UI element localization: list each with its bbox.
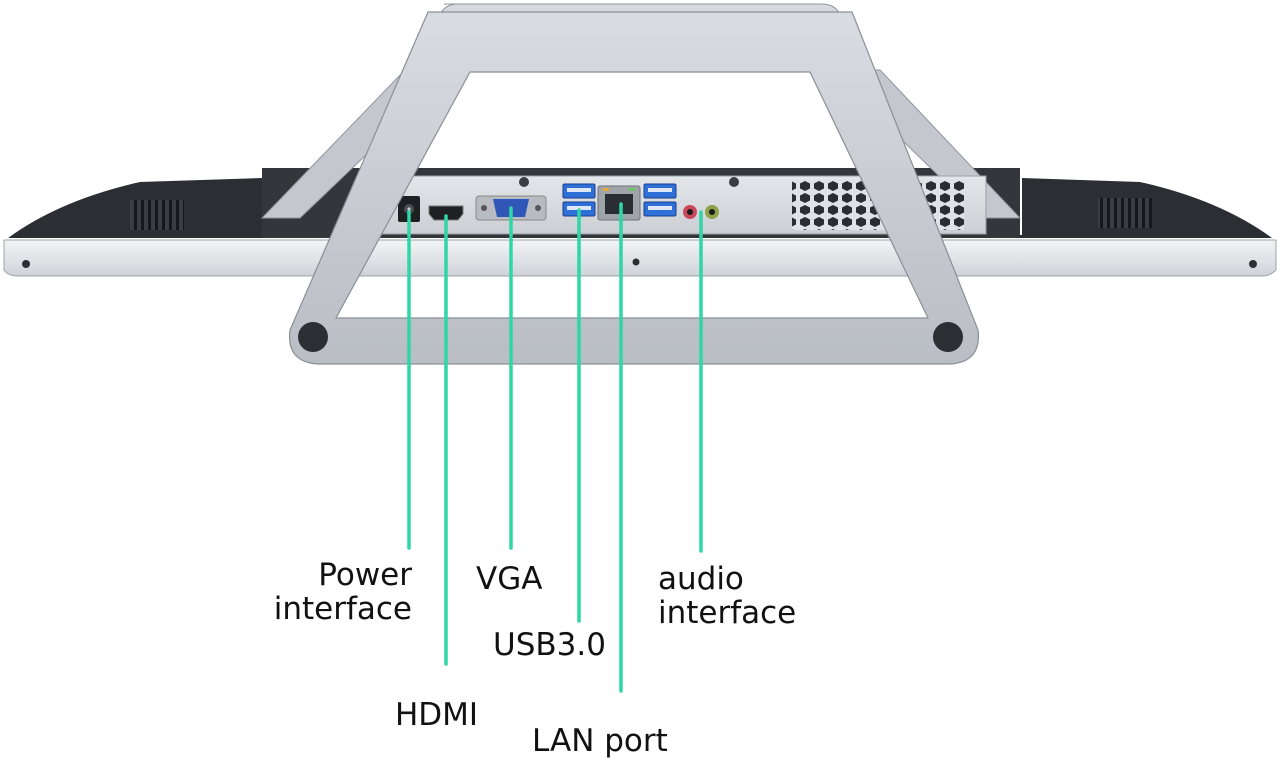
label-lan-text: LAN port [532, 723, 668, 759]
leader-lines [407, 202, 703, 693]
stand-rubber-foot-left [298, 322, 328, 352]
bezel-screw-right [1249, 260, 1257, 268]
right-speaker-vent [1098, 198, 1152, 228]
label-power-interface: Power interface [220, 558, 412, 626]
label-usb: USB3.0 [493, 628, 606, 662]
lan-port [597, 185, 641, 221]
label-power-line2: interface [273, 591, 412, 627]
bezel-screw-center [632, 258, 640, 266]
panel-screw [729, 177, 739, 187]
label-hdmi-text: HDMI [395, 697, 479, 733]
label-vga-text: VGA [476, 561, 543, 597]
power-port [398, 196, 420, 222]
stand-rubber-foot-right [933, 322, 963, 352]
label-power-line1: Power [318, 557, 412, 593]
label-audio-line2: interface [658, 595, 797, 631]
stand-front-frame [288, 11, 980, 365]
label-audio-interface: audio interface [658, 562, 796, 630]
hdmi-port [428, 205, 464, 221]
panel-screw [519, 177, 529, 187]
left-speaker-vent [130, 200, 184, 230]
label-audio-line1: audio [658, 561, 744, 597]
label-usb-text: USB3.0 [493, 627, 606, 663]
label-hdmi: HDMI [395, 698, 478, 732]
bezel-screw-left [22, 260, 30, 268]
bezel-strip [3, 239, 1277, 277]
usb-ports-right [643, 183, 677, 217]
label-lan-port: LAN port [532, 724, 668, 758]
audio-jacks [683, 205, 719, 219]
label-vga: VGA [476, 562, 542, 596]
